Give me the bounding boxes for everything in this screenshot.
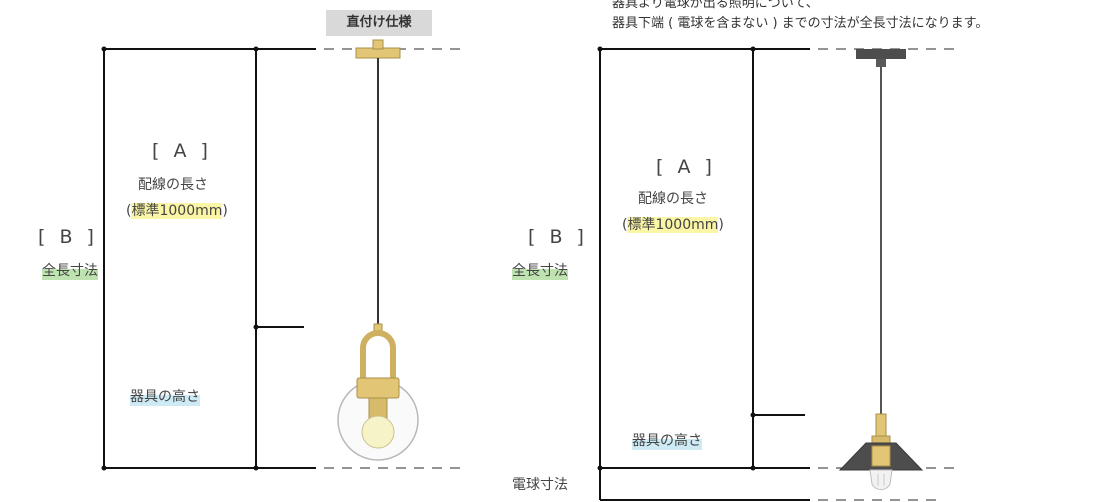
left-a-label: [ A ] bbox=[152, 140, 212, 162]
right-socket bbox=[875, 413, 887, 437]
note-line-2: 器具下端 ( 電球を含まない ) までの寸法が全長寸法になります。 bbox=[612, 16, 989, 31]
right-dimension-dots bbox=[597, 46, 756, 471]
left-dimension-lines bbox=[103, 48, 316, 469]
left-a-standard: (標準1000mm) bbox=[126, 200, 228, 220]
mount-type-tag: 直付け仕様 bbox=[326, 10, 432, 36]
right-dimension-lines bbox=[599, 48, 810, 501]
right-ceiling-plate bbox=[856, 49, 906, 59]
right-a-label: [ A ] bbox=[656, 156, 716, 178]
left-b-label: [ B ] bbox=[38, 226, 98, 248]
left-a-desc: 配線の長さ bbox=[138, 177, 208, 193]
right-b-desc: 全長寸法 bbox=[512, 260, 568, 280]
left-bulb bbox=[361, 415, 395, 449]
right-b-label: [ B ] bbox=[528, 226, 588, 248]
left-a-std-close: ) bbox=[222, 203, 228, 219]
right-fixture-height: 器具の高さ bbox=[632, 430, 702, 450]
left-socket-collar bbox=[356, 377, 400, 399]
note-line-1: 器具より電球が出る照明について、 bbox=[612, 0, 819, 11]
bulb-protrusion-note: 器具より電球が出る照明について、 器具下端 ( 電球を含まない ) までの寸法が… bbox=[612, 0, 988, 34]
left-brass-loop bbox=[360, 330, 396, 380]
right-a-std-value: 標準1000mm bbox=[627, 217, 719, 233]
left-b-desc: 全長寸法 bbox=[42, 260, 98, 280]
left-lamp-illustration bbox=[337, 39, 419, 461]
left-socket bbox=[368, 397, 388, 419]
right-a-std-close: ) bbox=[718, 217, 724, 233]
right-dashed-guides bbox=[818, 48, 960, 501]
left-a-std-open: ( bbox=[126, 203, 132, 219]
left-fixture-height: 器具の高さ bbox=[130, 386, 200, 406]
left-a-std-value: 標準1000mm bbox=[131, 203, 223, 219]
right-a-std-open: ( bbox=[622, 217, 628, 233]
right-a-standard: (標準1000mm) bbox=[622, 214, 724, 234]
right-a-desc: 配線の長さ bbox=[638, 191, 708, 207]
right-bulb bbox=[869, 469, 893, 491]
left-dimension-dots bbox=[101, 46, 259, 471]
left-dashed-guides bbox=[324, 48, 466, 469]
bulb-dimension-label: 電球寸法 bbox=[512, 477, 568, 493]
right-lamp-illustration bbox=[838, 49, 924, 491]
